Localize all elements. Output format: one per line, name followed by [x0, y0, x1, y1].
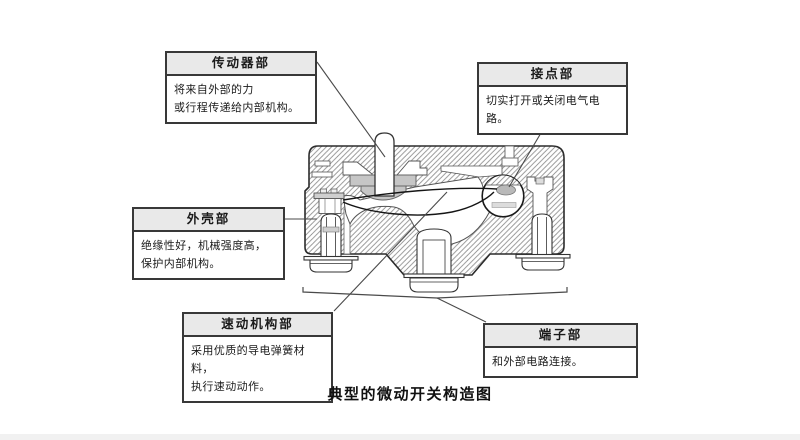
plunger — [374, 132, 395, 197]
callout-text: 采用优质的导电弹簧材料， 执行速动动作。 — [191, 345, 305, 394]
callout-snap-action: 速动机构部 采用优质的导电弹簧材料， 执行速动动作。 — [182, 312, 333, 404]
terminal-screw-right — [515, 213, 571, 271]
callout-text: 切实打开或关闭电气电路。 — [486, 95, 600, 126]
snap-spring-lower — [342, 191, 495, 216]
snap-spring-upper — [342, 187, 498, 201]
top-notch — [504, 145, 515, 160]
terminal-brace — [302, 287, 568, 299]
callout-terminal: 端子部 和外部电路连接。 — [483, 323, 638, 379]
leader-line-snap — [333, 191, 448, 312]
top-slot — [501, 157, 519, 167]
callout-actuator: 传动器部 将来自外部的力 或行程传递给内部机构。 — [165, 51, 317, 125]
bottom-edge-band — [0, 434, 800, 440]
left-terminal-post — [313, 188, 345, 214]
fixed-contact-bar — [491, 202, 517, 208]
leader-line-actuator — [316, 61, 386, 158]
callout-contact: 接点部 切实打开或关闭电气电路。 — [477, 62, 628, 136]
terminal-screw-middle — [403, 228, 465, 293]
leader-line-terminal — [436, 297, 487, 323]
terminal-screw-left — [303, 213, 359, 273]
callout-housing: 外壳部 绝缘性好，机械强度高， 保护内部机构。 — [132, 207, 285, 281]
callout-text: 绝缘性好，机械强度高， 保护内部机构。 — [141, 240, 267, 271]
callout-title: 速动机构部 — [184, 314, 331, 337]
callout-title: 传动器部 — [167, 53, 315, 76]
plunger-pocket-right — [396, 160, 428, 176]
moving-contact-blob — [496, 184, 516, 196]
figure-caption: 典型的微动开关构造图 — [327, 386, 493, 403]
callout-text: 将来自外部的力 或行程传递给内部机构。 — [174, 84, 300, 115]
callout-title: 端子部 — [485, 325, 636, 348]
left-wall-slot — [311, 171, 333, 178]
callout-text: 和外部电路连接。 — [492, 356, 584, 368]
upper-right-moulding — [440, 165, 503, 178]
right-terminal-channel — [526, 176, 554, 219]
left-wall-slot — [314, 160, 331, 167]
contact-detail-circle — [481, 174, 525, 218]
callout-title: 接点部 — [479, 64, 626, 87]
callout-title: 外壳部 — [134, 209, 283, 232]
